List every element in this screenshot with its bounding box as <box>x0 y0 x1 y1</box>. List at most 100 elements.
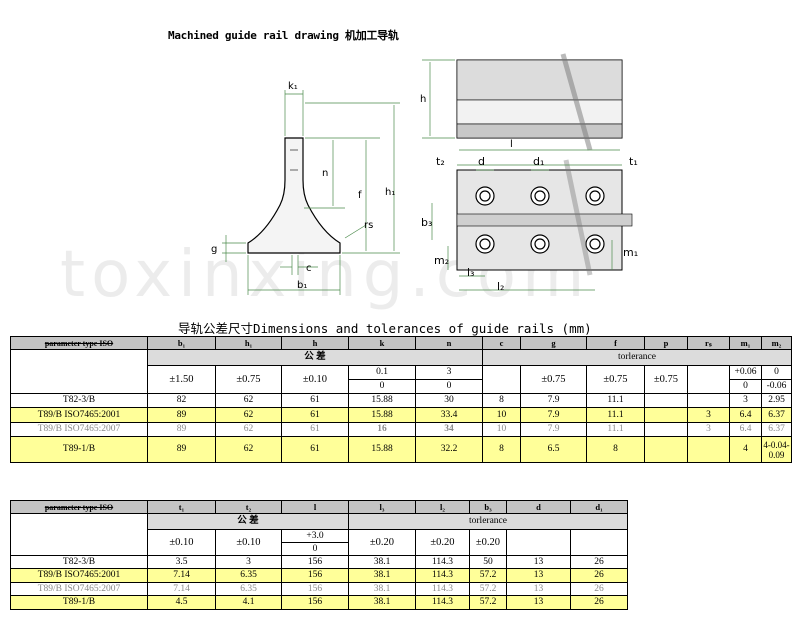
header-g: g <box>520 336 587 350</box>
cell-l2: 114.3 <box>415 595 470 610</box>
cell-l: 156 <box>281 582 349 596</box>
label-b1: b₁ <box>297 280 307 291</box>
label-k1: k₁ <box>288 81 298 92</box>
label-h: h <box>420 94 426 105</box>
tol-k-top: 0.1 <box>348 365 416 380</box>
table-title: 导轨公差尺寸Dimensions and tolerances of guide… <box>178 321 592 336</box>
cell-m1: 3 <box>729 393 762 408</box>
header-t1: t₁ <box>147 500 216 514</box>
tol-m2-top: 0 <box>761 365 792 380</box>
cell-l3: 38.1 <box>348 582 416 596</box>
table-row: T82-3/B 82 62 61 15.88 30 8 7.9 11.1 3 2… <box>10 393 792 408</box>
table-row: T89/B ISO7465:2001 7.14 6.35 156 38.1 11… <box>10 568 628 583</box>
cell-b1: 89 <box>147 422 216 437</box>
tol-h1: ±0.75 <box>215 365 282 394</box>
cell-c: 8 <box>482 436 521 463</box>
table-row: T89/B ISO7465:2007 89 62 61 16 34 10 7.9… <box>10 422 792 437</box>
label-l3: l₃ <box>467 266 474 279</box>
header-l3: l₃ <box>348 500 416 514</box>
cell-l3: 38.1 <box>348 595 416 610</box>
cell-m2: 6.37 <box>761 422 792 437</box>
cell-g: 7.9 <box>520 393 587 408</box>
tol-m1-top: +0.06 <box>729 365 762 380</box>
header-l: l <box>281 500 349 514</box>
label-m2: m₂ <box>434 254 449 267</box>
cell-l3: 38.1 <box>348 568 416 583</box>
tol-k-bot: 0 <box>348 379 416 394</box>
header-d1: d₁ <box>570 500 628 514</box>
header-parameter: parameter type ISO <box>10 500 148 514</box>
cell-d: 13 <box>506 582 571 596</box>
cell-h1: 62 <box>215 393 282 408</box>
table-row: T89/B ISO7465:2001 89 62 61 15.88 33.4 1… <box>10 407 792 423</box>
cell-l: 156 <box>281 555 349 569</box>
header-m1: m₁ <box>729 336 762 350</box>
cell-d1: 26 <box>570 555 628 569</box>
rail-profile <box>247 137 341 254</box>
label-d1: d₁ <box>533 155 544 168</box>
cell-d: 13 <box>506 595 571 610</box>
profile-labels: k₁ n h₁ f rs g c b₁ <box>211 81 395 291</box>
row-type: T82-3/B <box>10 555 148 569</box>
tolerance-label: torlerance <box>482 349 792 366</box>
table-row: T89-1/B 4.5 4.1 156 38.1 114.3 57.2 13 2… <box>10 595 628 610</box>
cell-t2: 4.1 <box>215 595 282 610</box>
header-h: h <box>281 336 349 350</box>
cell-c: 10 <box>482 422 521 437</box>
table1-header-row: parameter type ISO b₁ h₁ h k n c g f p r… <box>10 336 792 350</box>
row-type: T82-3/B <box>10 393 148 408</box>
label-t2: t₂ <box>436 155 445 168</box>
dimension-lines <box>222 90 400 295</box>
cell-h: 61 <box>281 422 349 437</box>
cell-b3: 57.2 <box>469 595 507 610</box>
tol-m2-bot: -0.06 <box>761 379 792 394</box>
row-type: T89/B ISO7465:2001 <box>10 568 148 583</box>
cell-rs <box>687 436 730 463</box>
label-d: d <box>478 155 485 168</box>
row-type: T89-1/B <box>10 595 148 610</box>
cell-h1: 62 <box>215 436 282 463</box>
label-b3: b₃ <box>421 216 432 229</box>
cell-h1: 62 <box>215 407 282 423</box>
cell-rs: 3 <box>687 407 730 423</box>
cell-h: 61 <box>281 436 349 463</box>
cell-t1: 7.14 <box>147 582 216 596</box>
tol-rs <box>687 365 730 394</box>
cell-m1: 4 <box>729 436 762 463</box>
gongcha-label: 公 差 <box>147 349 483 366</box>
cell-m1: 6.4 <box>729 422 762 437</box>
cell-t2: 6.35 <box>215 568 282 583</box>
cell-t2: 6.35 <box>215 582 282 596</box>
label-rs: rs <box>364 220 373 231</box>
header-b1: b₁ <box>147 336 216 350</box>
header-d: d <box>506 500 571 514</box>
tolerance-label: torlerance <box>348 513 628 530</box>
table-row: T89/B ISO7465:2007 7.14 6.35 156 38.1 11… <box>10 582 628 596</box>
cell-n: 34 <box>415 422 483 437</box>
header-p: p <box>644 336 688 350</box>
header-t2: t₂ <box>215 500 282 514</box>
cell-b1: 89 <box>147 436 216 463</box>
cell-k: 15.88 <box>348 393 416 408</box>
cell-l2: 114.3 <box>415 555 470 569</box>
table-row: T89-1/B 89 62 61 15.88 32.2 8 6.5 8 4 4-… <box>10 436 792 463</box>
rail-top-view <box>431 159 633 291</box>
tol-d <box>506 529 571 556</box>
label-f: f <box>358 190 362 201</box>
cell-c: 8 <box>482 393 521 408</box>
header-c: c <box>482 336 521 350</box>
cell-c: 10 <box>482 407 521 423</box>
cell-g: 6.5 <box>520 436 587 463</box>
gongcha-label: 公 差 <box>147 513 349 530</box>
guide-rail-drawing: k₁ n h₁ f rs g c b₁ h l <box>211 53 638 295</box>
cell-b3: 57.2 <box>469 582 507 596</box>
header-l2: l₂ <box>415 500 470 514</box>
cell-l2: 114.3 <box>415 568 470 583</box>
header-k: k <box>348 336 416 350</box>
cell-t1: 3.5 <box>147 555 216 569</box>
cell-p <box>644 422 688 437</box>
empty-cell <box>10 349 148 394</box>
label-c: c <box>306 263 312 274</box>
cell-t1: 7.14 <box>147 568 216 583</box>
header-f: f <box>586 336 645 350</box>
